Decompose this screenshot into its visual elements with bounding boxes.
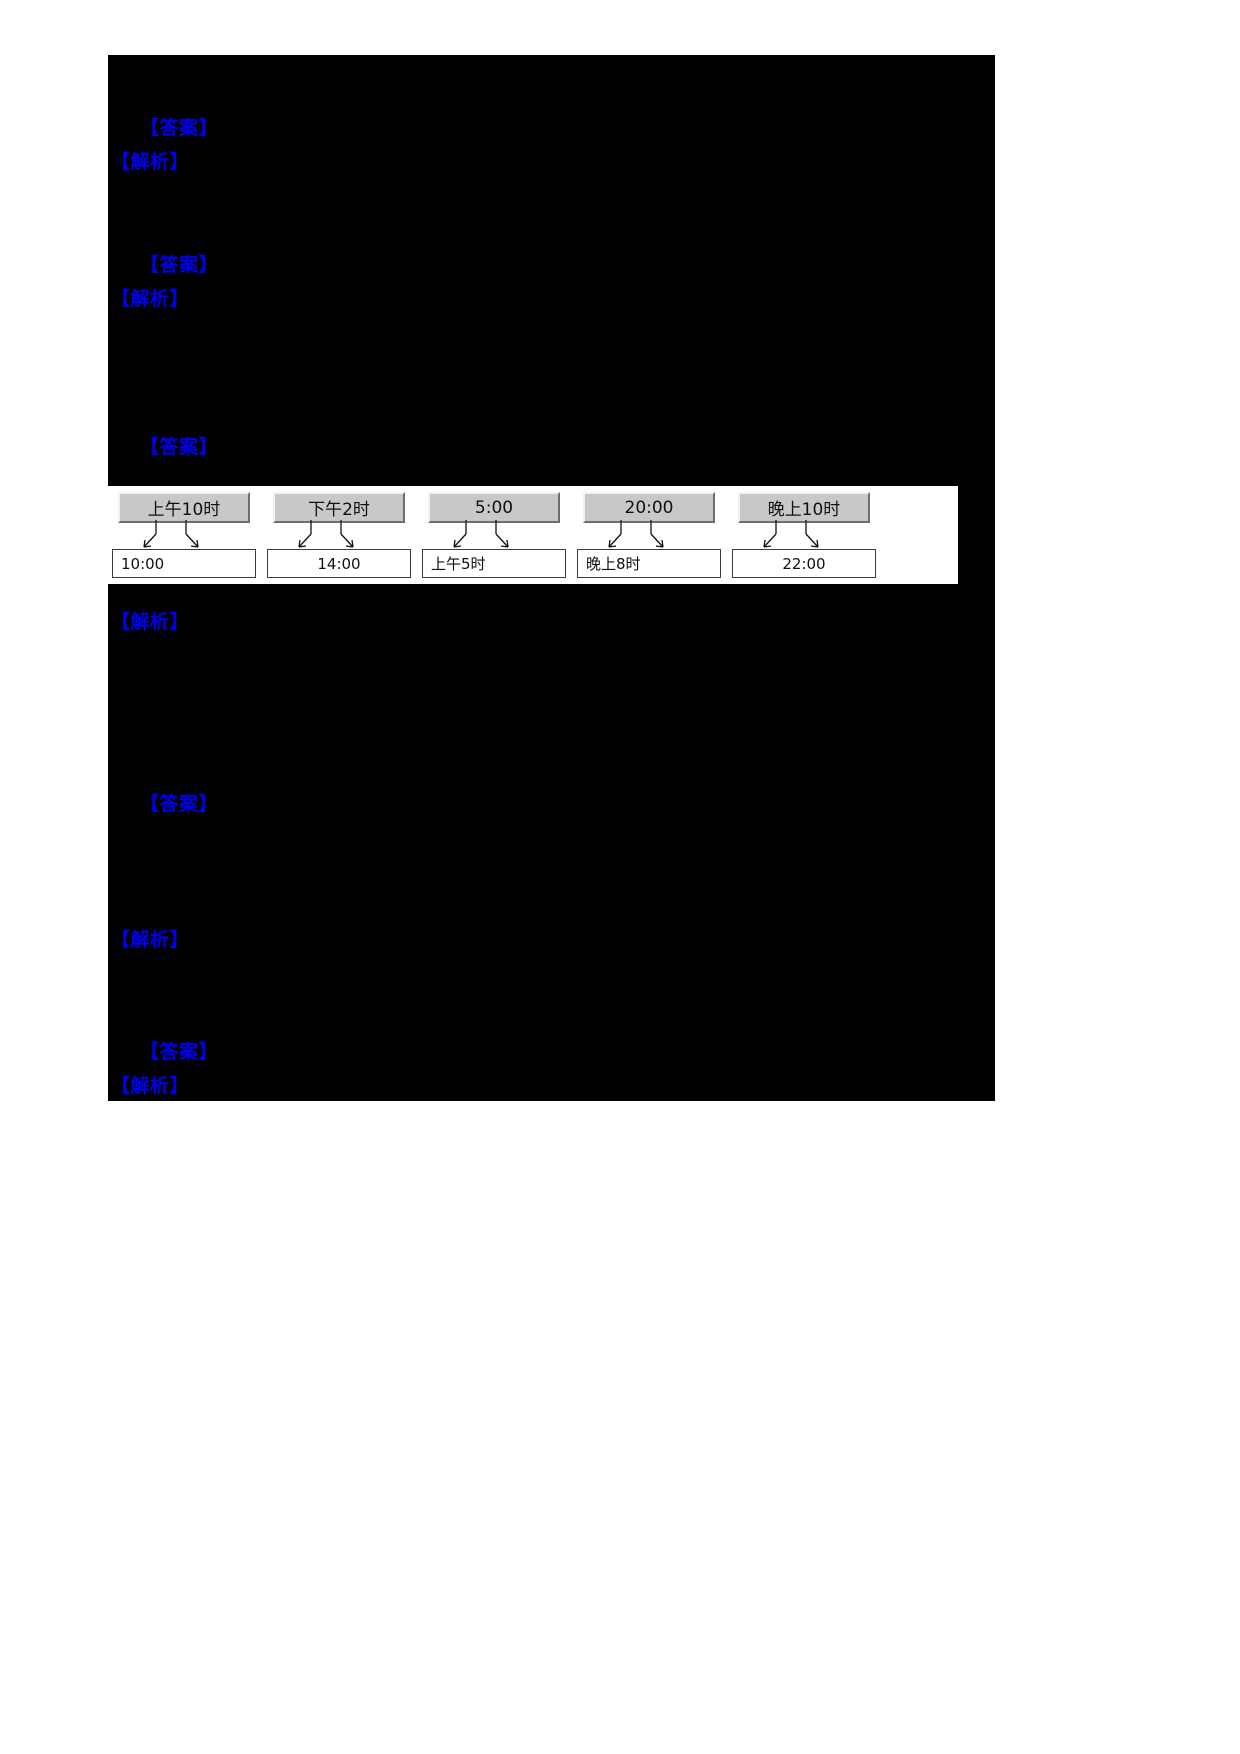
arrow-connector-icon <box>143 520 199 548</box>
answer-label: 【答案】 <box>140 793 219 815</box>
answer-label: 【答案】 <box>140 117 219 139</box>
explanation-label: 【解析】 <box>111 151 190 173</box>
answer-box[interactable]: 上午5时 <box>422 549 566 578</box>
diagram-column: 20:00 晚上8时 <box>577 492 727 578</box>
answer-box[interactable]: 晚上8时 <box>577 549 721 578</box>
explanation-label: 【解析】 <box>111 1075 190 1097</box>
explanation-label: 【解析】 <box>111 929 190 951</box>
prompt-box[interactable]: 5:00 <box>428 492 560 523</box>
answer-label: 【答案】 <box>140 254 219 276</box>
arrow-connector-icon <box>763 520 819 548</box>
diagram-column: 上午10时 10:00 <box>112 492 262 578</box>
prompt-box[interactable]: 上午10时 <box>118 492 250 523</box>
arrow-connector-icon <box>608 520 664 548</box>
arrow-connector-icon <box>298 520 354 548</box>
answer-panel: 【答案】【解析】【答案】【解析】【答案】【解析】【答案】【解析】【答案】【解析】… <box>108 55 995 1101</box>
answer-label: 【答案】 <box>140 436 219 458</box>
diagram-column: 下午2时 14:00 <box>267 492 417 578</box>
diagram-column: 晚上10时 22:00 <box>732 492 882 578</box>
answer-box[interactable]: 22:00 <box>732 549 876 578</box>
prompt-box[interactable]: 下午2时 <box>273 492 405 523</box>
explanation-label: 【解析】 <box>111 611 190 633</box>
explanation-label: 【解析】 <box>111 288 190 310</box>
answer-box[interactable]: 14:00 <box>267 549 411 578</box>
diagram-column: 5:00 上午5时 <box>422 492 572 578</box>
arrow-connector-icon <box>453 520 509 548</box>
prompt-box[interactable]: 20:00 <box>583 492 715 523</box>
answer-box[interactable]: 10:00 <box>112 549 256 578</box>
prompt-box[interactable]: 晚上10时 <box>738 492 870 523</box>
answer-label: 【答案】 <box>140 1041 219 1063</box>
time-conversion-diagram: 上午10时 10:00 下午2时 14:00 5:00 上午5时 20:00 晚上8时晚上10… <box>108 485 959 585</box>
